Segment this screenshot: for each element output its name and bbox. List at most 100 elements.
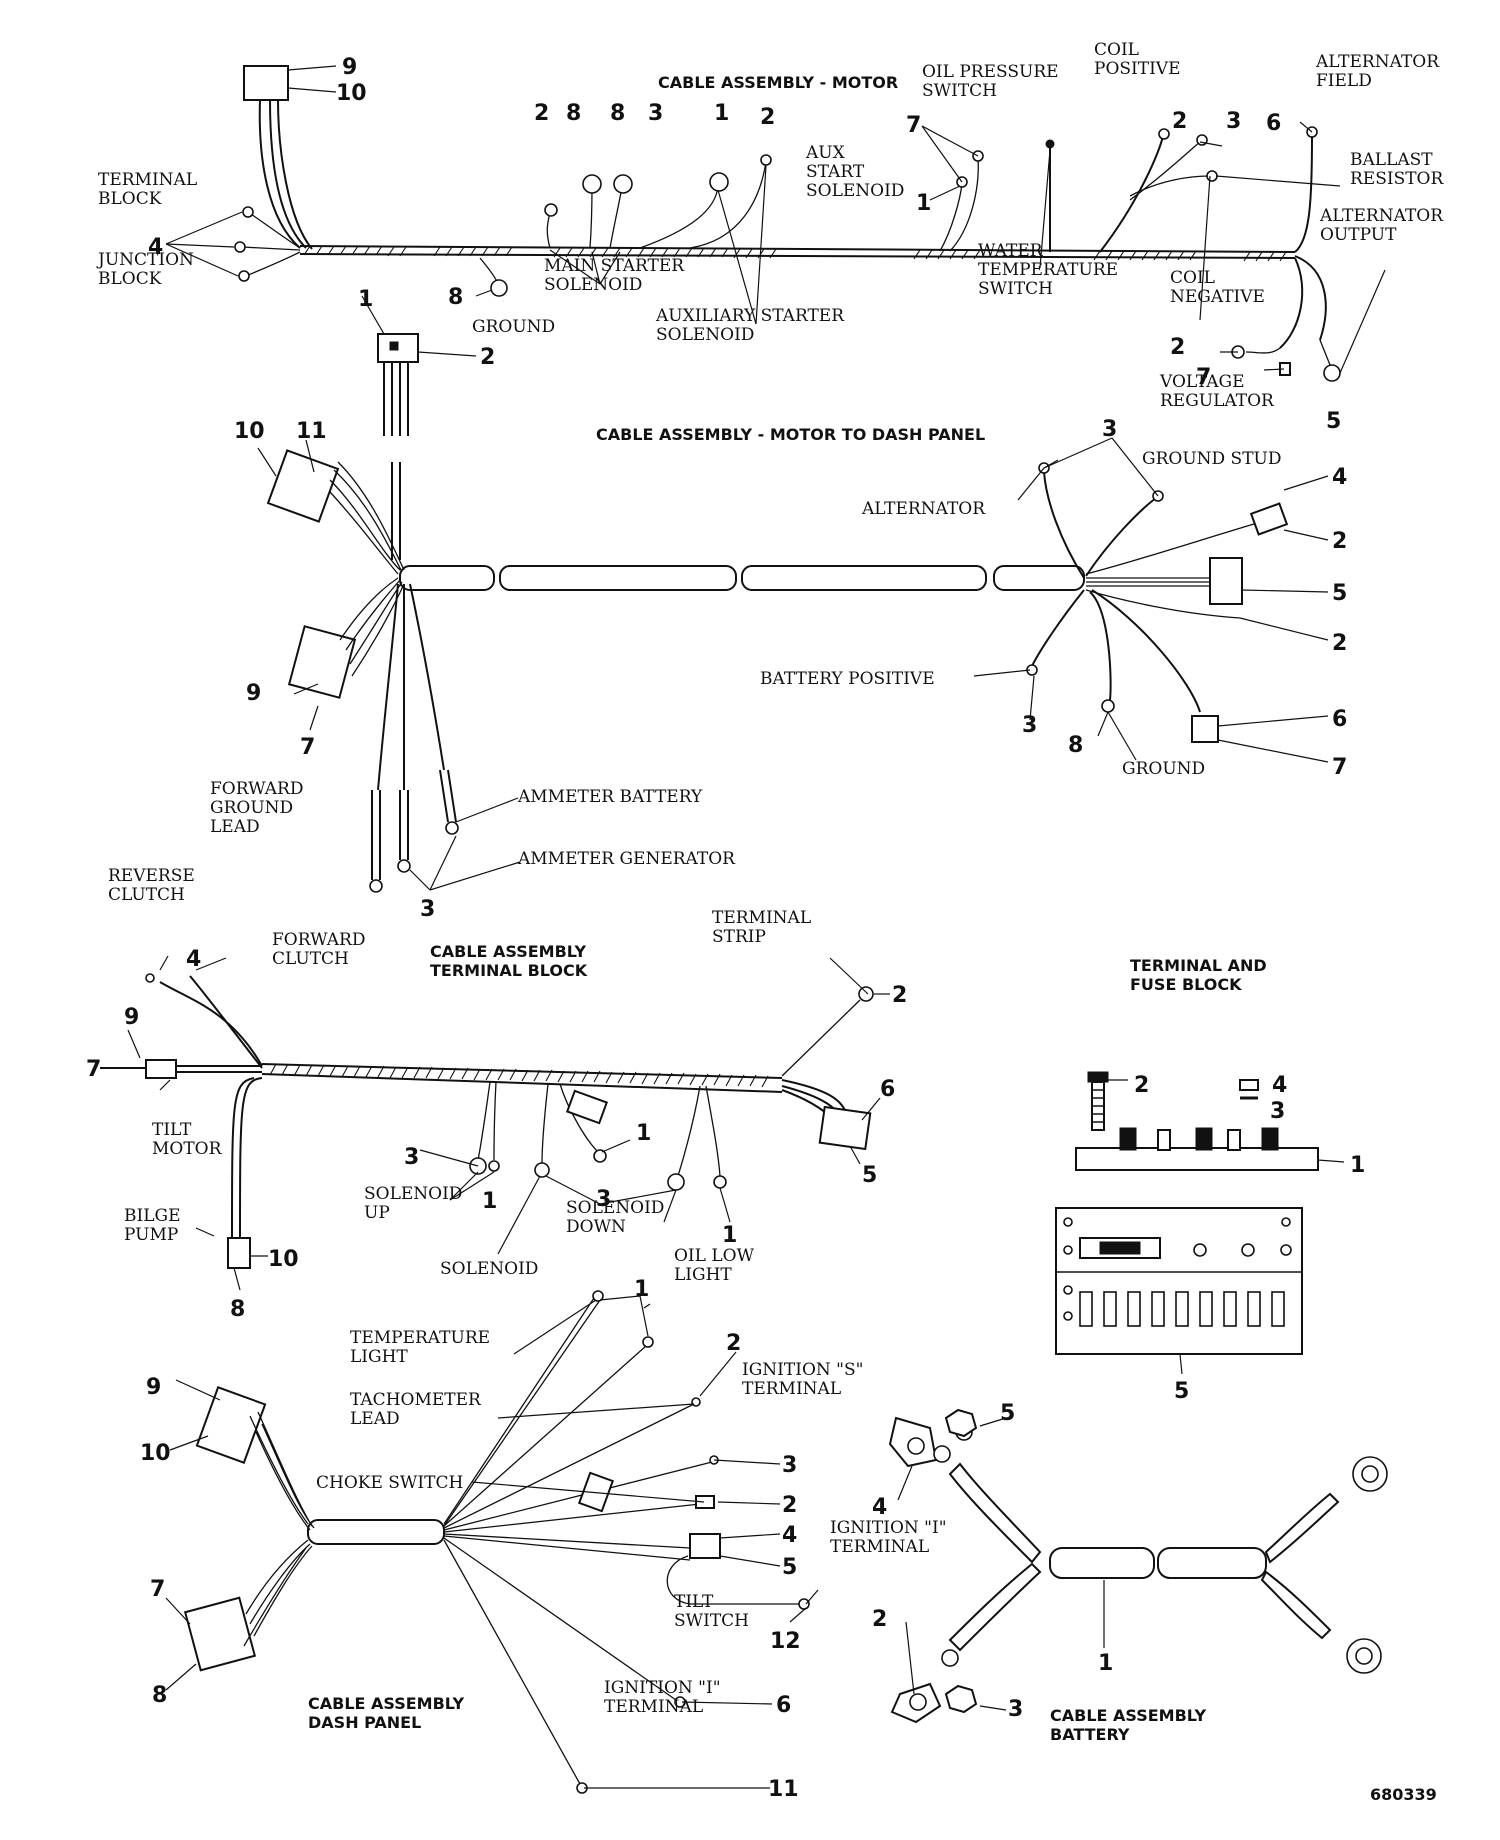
callout-7: 7 xyxy=(1332,755,1347,780)
callout-1: 1 xyxy=(714,101,729,126)
callout-2: 2 xyxy=(726,1331,741,1356)
callout-4: 4 xyxy=(148,235,163,260)
callout-3: 3 xyxy=(1008,1697,1023,1722)
callout-2: 2 xyxy=(1134,1073,1149,1098)
callout-3: 3 xyxy=(404,1145,419,1170)
callout-2: 2 xyxy=(1170,335,1185,360)
callout-9: 9 xyxy=(146,1375,161,1400)
callout-2: 2 xyxy=(760,105,775,130)
callout-11: 11 xyxy=(296,419,327,444)
callout-5: 5 xyxy=(1326,409,1341,434)
ignition-i-terminal-top-label: IGNITION "I"TERMINAL xyxy=(830,1518,947,1557)
callout-2: 2 xyxy=(892,983,907,1008)
callout-7: 7 xyxy=(86,1057,101,1082)
callout-2: 2 xyxy=(782,1493,797,1518)
terminal-block-callouts: 4 9 7 10 8 2 6 5 3 1 1 3 1 xyxy=(86,947,907,1322)
ammeter-generator-label: AMMETER GENERATOR xyxy=(517,849,736,869)
callout-3: 3 xyxy=(1022,713,1037,738)
choke-switch-label: CHOKE SWITCH xyxy=(316,1473,463,1493)
callout-3: 3 xyxy=(782,1453,797,1478)
callout-2: 2 xyxy=(480,345,495,370)
callout-11: 11 xyxy=(768,1777,799,1802)
callout-8: 8 xyxy=(1068,733,1083,758)
callout-1: 1 xyxy=(482,1189,497,1214)
terminal-strip xyxy=(1075,1147,1319,1171)
callout-6: 6 xyxy=(1332,707,1347,732)
callout-3: 3 xyxy=(420,897,435,922)
callout-1: 1 xyxy=(722,1223,737,1248)
callout-2: 2 xyxy=(1332,631,1347,656)
callout-8: 8 xyxy=(566,101,581,126)
figure-number: 680339 xyxy=(1370,1785,1437,1804)
callout-12: 12 xyxy=(770,1629,801,1654)
callout-8: 8 xyxy=(610,101,625,126)
callout-3: 3 xyxy=(1226,109,1241,134)
callout-8: 8 xyxy=(448,285,463,310)
callout-1: 1 xyxy=(358,287,373,312)
dash-panel-callouts: 9 10 7 8 1 2 3 2 4 5 12 6 11 xyxy=(140,1277,801,1802)
ammeter-battery-label: AMMETER BATTERY xyxy=(517,787,703,807)
connector-10-11 xyxy=(266,449,340,523)
callout-4: 4 xyxy=(1272,1073,1287,1098)
callout-2: 2 xyxy=(1332,529,1347,554)
callout-7: 7 xyxy=(150,1577,165,1602)
callout-5: 5 xyxy=(862,1163,877,1188)
callout-2: 2 xyxy=(872,1607,887,1632)
motor-dash-harness-segment-3 xyxy=(741,565,987,591)
dash-panel-cable-assembly xyxy=(165,1290,819,1794)
connector-7-8 xyxy=(183,1596,257,1672)
callout-2: 2 xyxy=(1172,109,1187,134)
callout-1: 1 xyxy=(1098,1651,1113,1676)
callout-6: 6 xyxy=(776,1693,791,1718)
ignition-i-terminal-bottom-label: IGNITION "I"TERMINAL xyxy=(604,1678,721,1717)
callout-9: 9 xyxy=(246,681,261,706)
callout-3: 3 xyxy=(1270,1099,1285,1124)
callout-5: 5 xyxy=(1332,581,1347,606)
callout-2: 2 xyxy=(534,101,549,126)
callout-5: 5 xyxy=(782,1555,797,1580)
terminal-block-cable-assembly xyxy=(100,955,890,1291)
battery-cable-segment-2 xyxy=(1157,1547,1267,1579)
callout-4: 4 xyxy=(872,1495,887,1520)
callout-10: 10 xyxy=(268,1247,299,1272)
motor-assembly-title: CABLE ASSEMBLY - MOTOR xyxy=(658,73,898,92)
callout-1: 1 xyxy=(634,1277,649,1302)
callout-10: 10 xyxy=(336,81,367,106)
callout-7: 7 xyxy=(906,113,921,138)
callout-6: 6 xyxy=(1266,111,1281,136)
callout-5: 5 xyxy=(1174,1379,1189,1404)
motor-connector-9-10 xyxy=(243,65,289,101)
callout-7: 7 xyxy=(300,735,315,760)
ground-stud-label: GROUND STUD xyxy=(1142,449,1282,469)
callout-1: 1 xyxy=(636,1121,651,1146)
callout-10: 10 xyxy=(140,1441,171,1466)
motor-dash-harness-segment-4 xyxy=(993,565,1085,591)
solenoid-label: SOLENOID xyxy=(440,1259,538,1279)
motor-to-dash-labels: CABLE ASSEMBLY - MOTOR TO DASH PANEL ALT… xyxy=(210,425,1282,869)
battery-cable-segment-1 xyxy=(1049,1547,1155,1579)
